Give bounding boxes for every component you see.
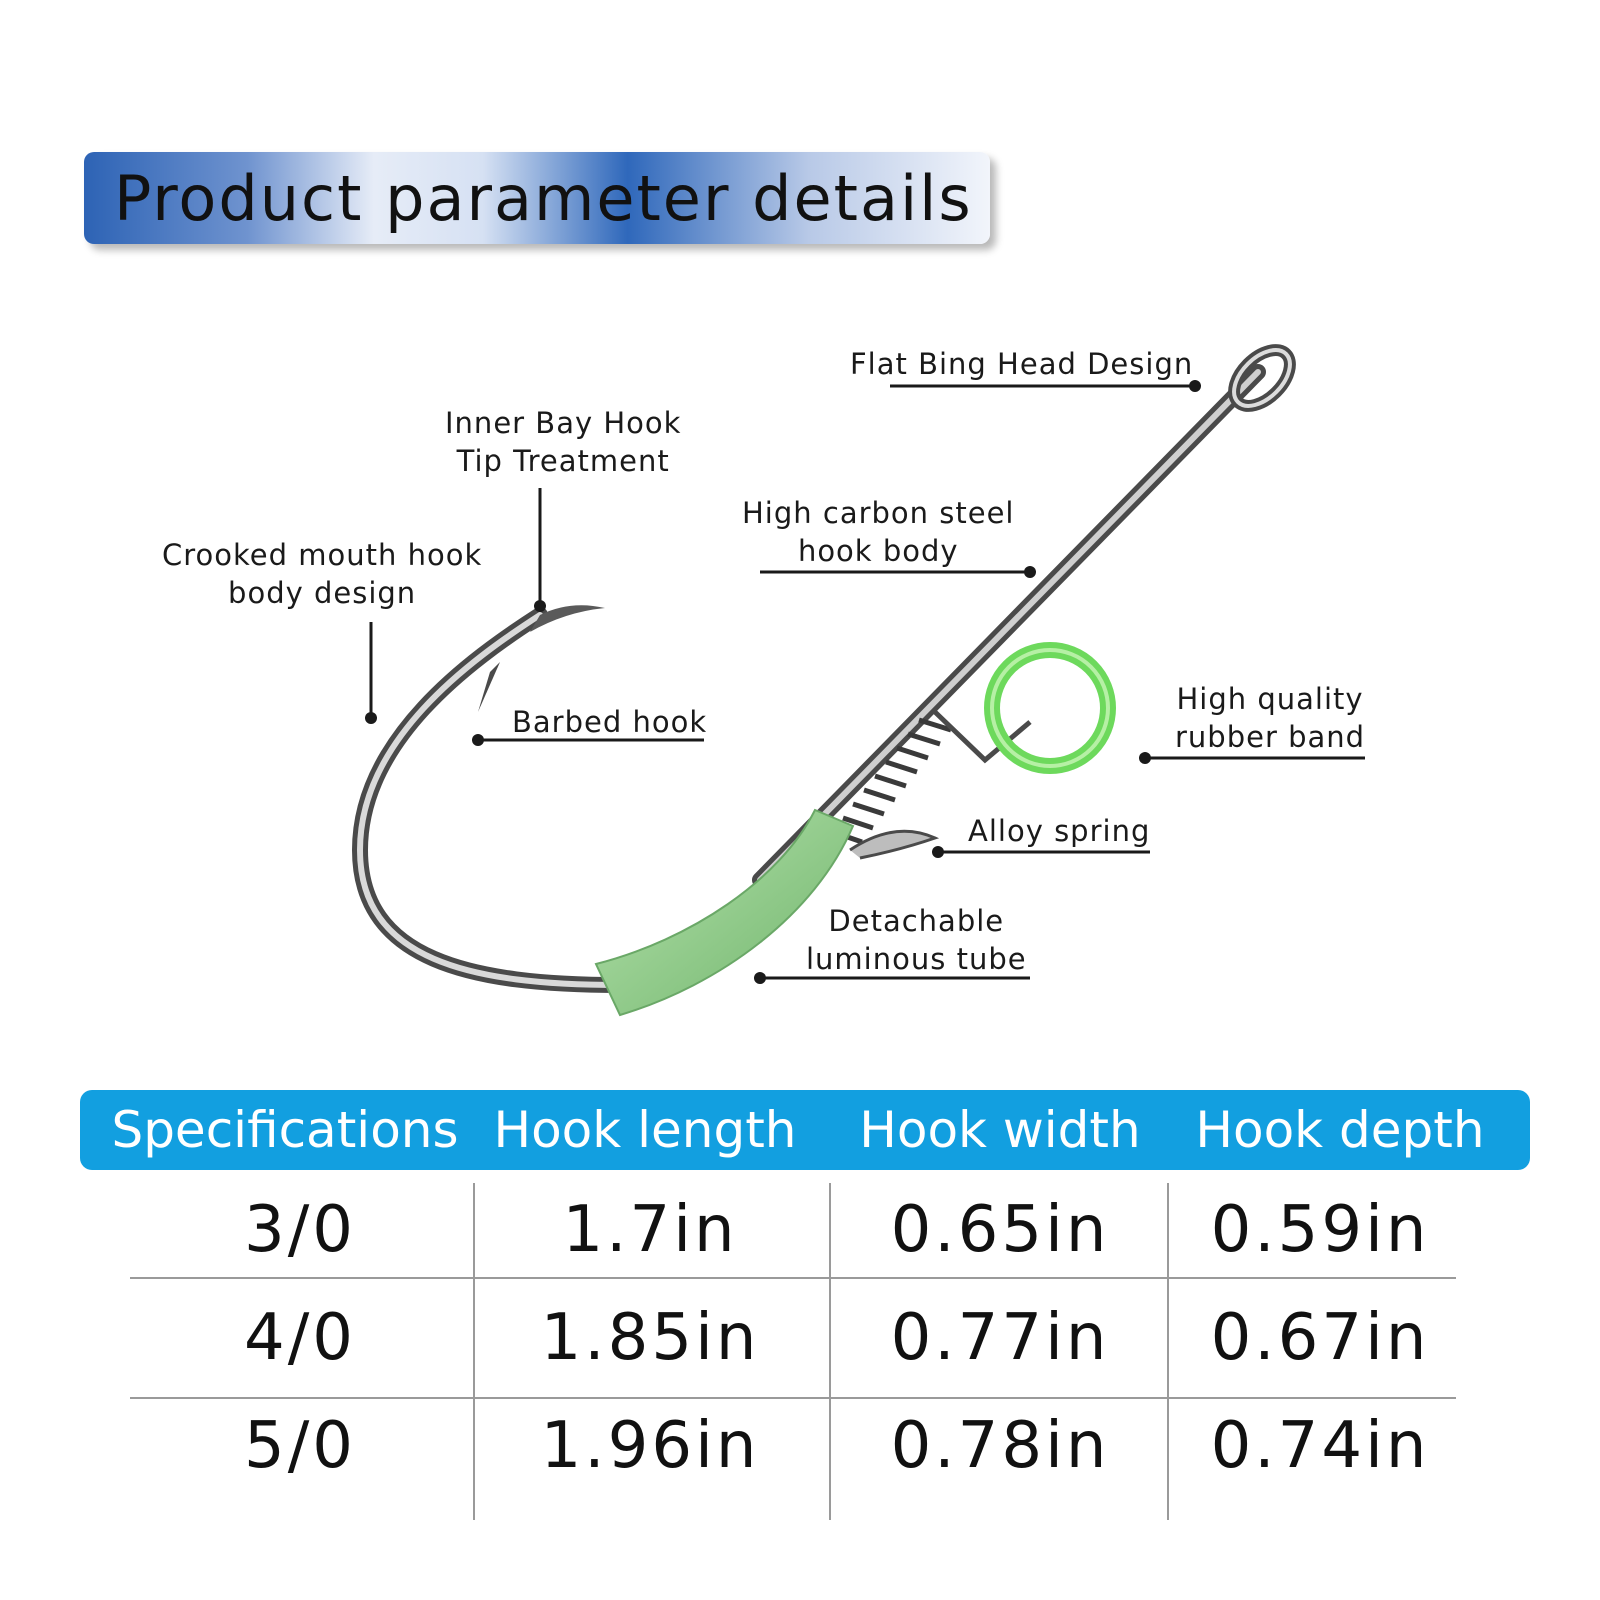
title-banner: Product parameter details xyxy=(84,152,990,244)
rubber-band-ring xyxy=(984,642,1116,774)
carbon-steel-label: High carbon steel hook body xyxy=(742,494,1014,570)
carbon-steel-line1: High carbon steel xyxy=(742,496,1015,530)
spring-tail xyxy=(849,829,940,860)
table-header-bar: Specifications Hook length Hook width Ho… xyxy=(80,1090,1530,1170)
row-divider xyxy=(130,1277,1456,1279)
alloy-spring-coils xyxy=(832,717,952,845)
crooked-mouth-label: Crooked mouth hook body design xyxy=(162,536,482,612)
luminous-tube-label: Detachable luminous tube xyxy=(806,902,1027,978)
header-hook-width: Hook width xyxy=(859,1101,1141,1159)
inner-bay-line2: Tip Treatment xyxy=(456,444,670,478)
column-divider xyxy=(1167,1183,1169,1520)
hook-shank xyxy=(752,364,1266,888)
luminous-tube-line1: Detachable xyxy=(828,904,1005,938)
column-divider xyxy=(473,1183,475,1520)
luminous-tube xyxy=(594,808,855,1017)
width-cell: 0.77in xyxy=(890,1301,1110,1375)
header-hook-length: Hook length xyxy=(493,1101,797,1159)
depth-cell: 0.74in xyxy=(1210,1409,1430,1483)
rubber-band-label: High quality rubber band xyxy=(1175,680,1365,756)
spec-cell: 3/0 xyxy=(244,1193,356,1267)
rubber-band-line2: rubber band xyxy=(1175,720,1366,754)
page-title: Product parameter details xyxy=(114,162,973,235)
length-cell: 1.96in xyxy=(540,1409,760,1483)
barbed-hook-label: Barbed hook xyxy=(512,705,708,739)
luminous-tube-line2: luminous tube xyxy=(806,942,1027,976)
alloy-spring-label: Alloy spring xyxy=(968,814,1151,848)
inner-bay-line1: Inner Bay Hook xyxy=(445,406,682,440)
spec-cell: 5/0 xyxy=(244,1409,356,1483)
row-divider xyxy=(130,1397,1456,1399)
column-divider xyxy=(829,1183,831,1520)
flat-head-label: Flat Bing Head Design xyxy=(850,347,1194,381)
depth-cell: 0.59in xyxy=(1210,1193,1430,1267)
depth-cell: 0.67in xyxy=(1210,1301,1430,1375)
hook-bend xyxy=(351,607,628,993)
barb xyxy=(478,662,500,712)
rubber-band-line1: High quality xyxy=(1176,682,1364,716)
crooked-mouth-line2: body design xyxy=(228,576,417,610)
carbon-steel-line2: hook body xyxy=(797,534,959,568)
spring-clip xyxy=(933,710,1032,764)
hook-point xyxy=(530,605,605,632)
flat-eye xyxy=(1228,344,1296,412)
spec-cell: 4/0 xyxy=(244,1301,356,1375)
header-specifications: Specifications xyxy=(111,1101,459,1159)
length-cell: 1.85in xyxy=(540,1301,760,1375)
width-cell: 0.65in xyxy=(890,1193,1110,1267)
leader-lines xyxy=(365,380,1365,984)
header-hook-depth: Hook depth xyxy=(1195,1101,1485,1159)
width-cell: 0.78in xyxy=(890,1409,1110,1483)
inner-bay-label: Inner Bay Hook Tip Treatment xyxy=(445,404,681,480)
crooked-mouth-line1: Crooked mouth hook xyxy=(162,538,483,572)
length-cell: 1.7in xyxy=(562,1193,738,1267)
